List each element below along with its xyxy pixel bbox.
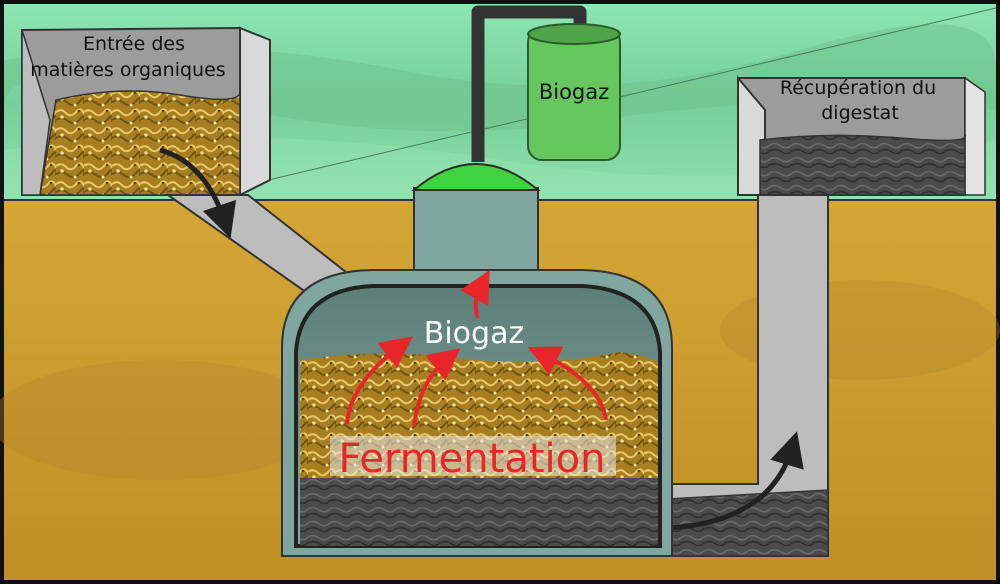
horizon-line xyxy=(259,7,997,183)
fermentation-arrow-2 xyxy=(412,348,461,427)
output-bin-label-line-2: digestat xyxy=(821,102,899,124)
input-bin-label-line-2: matières organiques xyxy=(30,59,225,81)
output-bin-label-line-1: Récupération du xyxy=(780,77,936,99)
chamber-gas-label: Biogaz xyxy=(424,316,524,351)
gas-dome xyxy=(411,163,541,191)
fermentation-arrows xyxy=(345,270,608,427)
digestate-output xyxy=(759,134,966,196)
fermentation-label: Fermentation xyxy=(339,436,606,482)
gas-tank-label: Biogaz xyxy=(539,80,609,104)
input-flow-arrow xyxy=(159,147,237,239)
biogas-tank xyxy=(527,23,621,161)
output-flow-arrow xyxy=(667,431,804,531)
input-bin xyxy=(21,26,271,197)
fermentation-arrow-1 xyxy=(345,336,413,425)
gas-rise-arrow xyxy=(460,270,490,319)
digestate-layer xyxy=(300,478,658,546)
organic-matter-input xyxy=(39,90,241,196)
gas-pipe xyxy=(471,5,587,162)
fermentation-arrow-3 xyxy=(527,346,608,421)
tank-neck xyxy=(413,187,539,277)
output-bin xyxy=(737,75,986,196)
input-bin-label-line-1: Entrée des xyxy=(83,33,185,55)
